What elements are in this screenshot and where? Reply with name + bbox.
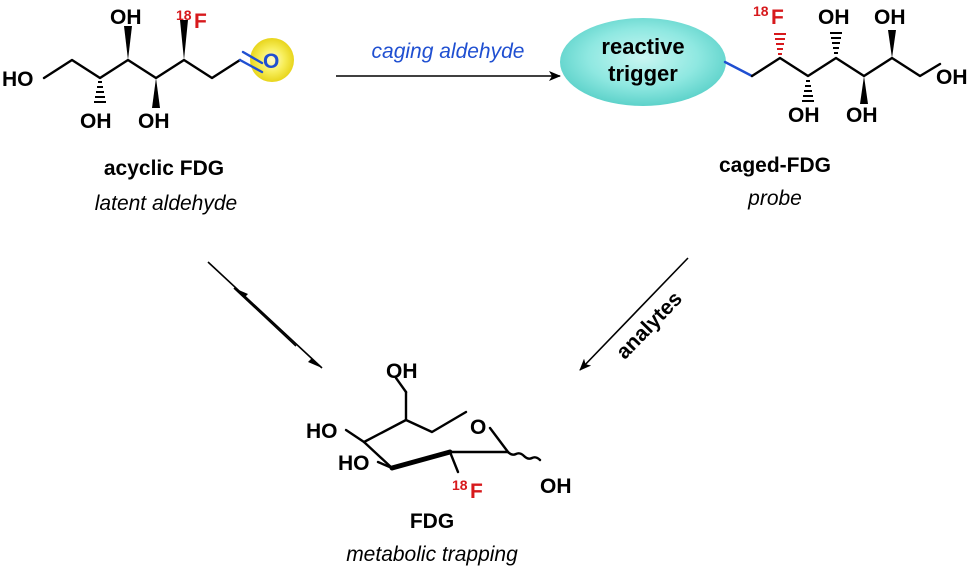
fluorine-fdg: F <box>470 480 483 503</box>
caged-fdg-name: caged-FDG <box>719 154 831 177</box>
fdg-oh-anomeric: OH <box>540 475 572 498</box>
fluorine-caged: F <box>771 6 784 29</box>
equilibrium-reverse-head <box>234 288 248 298</box>
equilibrium-forward-head <box>308 358 322 368</box>
fdg-ring-oxygen: O <box>470 416 486 439</box>
fdg-c2-f-bond <box>448 450 460 474</box>
wedge-bond-c2 <box>180 20 188 60</box>
acyclic-fdg-structure: HO OH OH OH 18 F O acyclic FDG latent al… <box>2 6 294 215</box>
wedge-bond-c3 <box>152 78 160 108</box>
hash-bond-caged-oh2 <box>830 32 842 54</box>
caging-aldehyde-label: caging aldehyde <box>372 40 525 63</box>
caged-oh-d: OH <box>874 6 906 29</box>
aldehyde-bond <box>238 58 264 74</box>
fdg-ch2oh-bond <box>394 376 408 394</box>
fdg-ring-front <box>389 449 453 471</box>
reactive-trigger-ellipse <box>560 18 726 106</box>
wedge-bond-caged-oh4 <box>888 30 896 58</box>
fluorine-isotope-fdg: 18 <box>452 477 468 493</box>
caged-fdg-subtitle: probe <box>747 187 802 210</box>
caged-oh-b: OH <box>818 6 850 29</box>
caged-oh-a: OH <box>788 104 820 127</box>
fdg-c4-ho-bond <box>344 428 366 444</box>
ho-terminal: HO <box>2 68 34 91</box>
equilibrium-arrows <box>207 261 323 369</box>
fdg-ho-left-1: HO <box>306 420 338 443</box>
fdg-anomeric-wavy-bond <box>506 450 542 462</box>
carbonyl-oxygen: O <box>263 50 279 73</box>
caged-fdg-structure: reactive trigger <box>560 3 968 210</box>
hash-bond-caged-f <box>774 33 786 55</box>
wedge-bond-c4 <box>124 26 132 60</box>
fluorine-acyclic: F <box>194 10 207 33</box>
equilibrium-forward <box>207 261 323 369</box>
wedge-bond-caged-oh3 <box>860 76 868 104</box>
fdg-subtitle: metabolic trapping <box>346 543 518 566</box>
trigger-linker <box>723 60 754 78</box>
caging-arrow: caging aldehyde <box>336 40 561 81</box>
hash-bond-caged-oh1 <box>802 80 814 102</box>
trigger-line-2: trigger <box>608 61 678 86</box>
caged-oh-end: OH <box>936 66 968 89</box>
aldehyde-double-bond <box>241 50 264 65</box>
acyclic-fdg-name: acyclic FDG <box>104 157 224 180</box>
oh-c4: OH <box>110 6 142 29</box>
fdg-ring-structure: OH O HO HO 18 F OH FDG metabolic trappin… <box>306 360 572 566</box>
fluorine-isotope-acyclic: 18 <box>176 7 192 23</box>
fdg-c3-ho-bond <box>376 460 394 470</box>
fdg-ring-o-right <box>488 426 510 454</box>
fdg-oh-top: OH <box>386 360 418 383</box>
caged-oh-c: OH <box>846 104 878 127</box>
fdg-ho-left-2: HO <box>338 452 370 475</box>
fdg-ring-top <box>362 410 468 444</box>
caged-backbone <box>750 56 942 78</box>
trigger-line-1: reactive <box>601 34 684 59</box>
fluorine-isotope-caged: 18 <box>753 3 769 19</box>
fdg-name: FDG <box>410 510 454 533</box>
oh-c3: OH <box>138 110 170 133</box>
oh-c5: OH <box>80 110 112 133</box>
analytes-arrow-line <box>579 257 689 371</box>
acyclic-backbone <box>42 58 242 80</box>
analytes-arrow: analytes <box>579 257 689 371</box>
acyclic-fdg-subtitle: latent aldehyde <box>95 192 237 215</box>
hash-bond-c5 <box>94 81 106 103</box>
